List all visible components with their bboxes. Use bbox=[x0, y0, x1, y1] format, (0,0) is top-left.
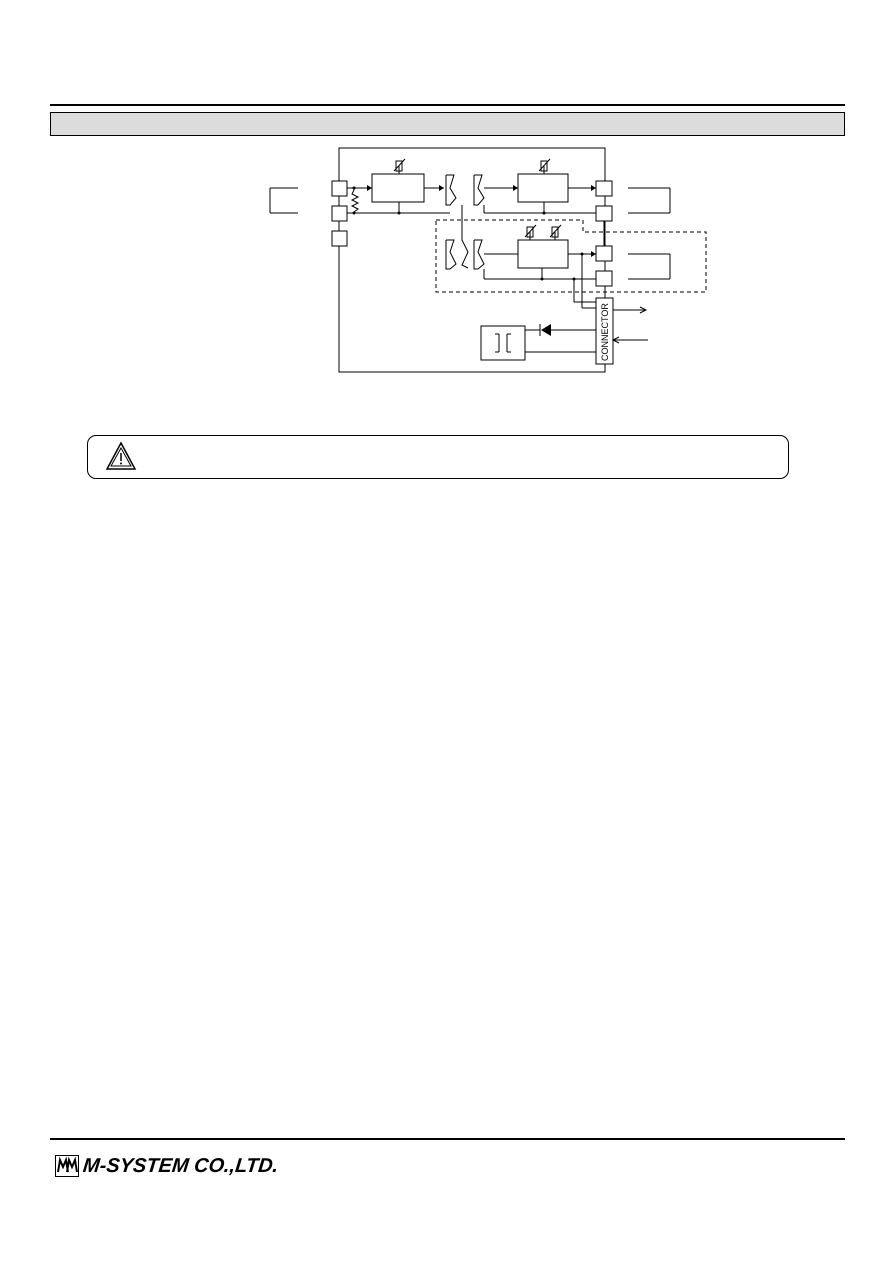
module-outline bbox=[338, 147, 606, 373]
input-terminal-1 bbox=[331, 180, 348, 197]
isolation-barrier-1 bbox=[445, 174, 457, 206]
output-1-terminal-2 bbox=[595, 205, 613, 222]
output-2-amplifier-block bbox=[517, 239, 569, 269]
bottom-rule bbox=[50, 1138, 845, 1140]
company-name: M-SYSTEM CO.,LTD. bbox=[81, 1154, 280, 1177]
input-amplifier-block bbox=[371, 173, 425, 203]
output-1-amplifier-block bbox=[517, 173, 569, 203]
output-2-terminal-2 bbox=[595, 270, 613, 287]
company-logo: M-SYSTEM CO.,LTD. bbox=[55, 1153, 280, 1179]
input-terminal-2 bbox=[331, 205, 348, 222]
output-1-terminal-1 bbox=[595, 180, 613, 197]
warning-notice-box bbox=[87, 435, 789, 479]
output-2-terminal-1 bbox=[595, 245, 613, 262]
connector-label: CONNECTOR bbox=[600, 303, 610, 361]
input-terminal-3 bbox=[331, 230, 348, 247]
warning-triangle-icon bbox=[105, 441, 137, 470]
m-system-emblem-icon bbox=[55, 1155, 79, 1177]
shunt-resistor-symbol bbox=[350, 189, 360, 213]
power-supply-block bbox=[480, 325, 526, 361]
connector-block bbox=[595, 297, 614, 365]
top-rule bbox=[50, 104, 845, 106]
section-header-bar bbox=[50, 112, 845, 136]
block-diagram: CONNECTOR bbox=[269, 147, 707, 373]
diode-symbol bbox=[539, 324, 551, 336]
isolation-barrier-2 bbox=[461, 205, 469, 269]
option-dashed-region bbox=[435, 219, 707, 293]
